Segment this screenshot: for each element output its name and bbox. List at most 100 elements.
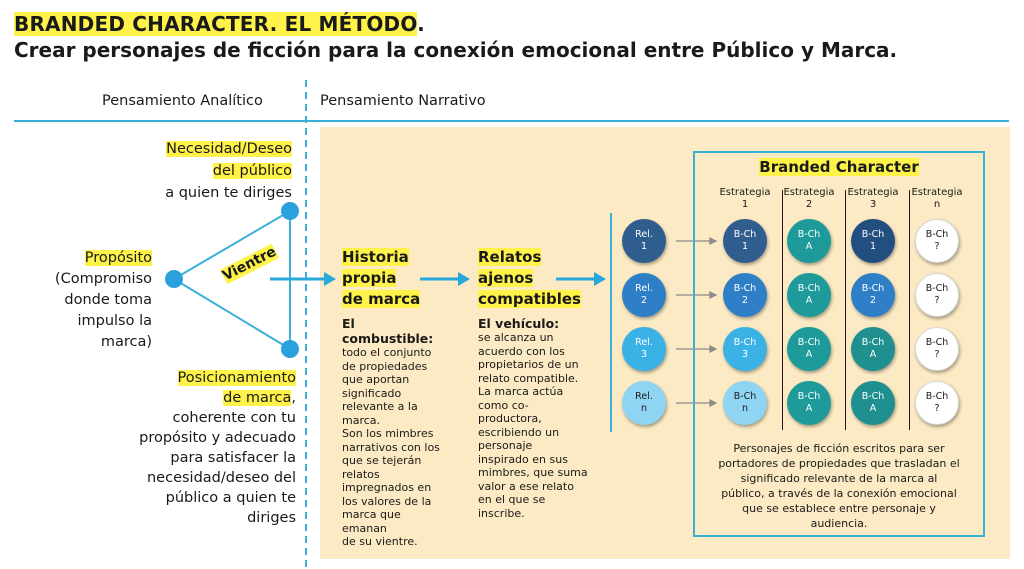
posicionamiento-title-2: de marca (223, 390, 292, 406)
necesidad-dot (281, 202, 299, 220)
relatos-line: acuerdo con los (478, 344, 565, 358)
branded-character-circle-index: A (869, 349, 877, 360)
relatos-line: mimbres, que suma (478, 466, 588, 479)
rel-circle-index: 1 (640, 241, 648, 252)
branded-character-circle-index: A (805, 349, 813, 360)
historia-block: Historia propia de marca El combustible:… (342, 247, 442, 549)
branded-character-circle-index: ? (934, 403, 940, 414)
branded-description-line: público, a través de la conexión emocion… (721, 487, 957, 500)
branded-character-circle-label: B-Ch (797, 337, 821, 348)
relatos-line: personaje (478, 439, 533, 452)
branded-character-circle-index: 3 (741, 349, 749, 360)
branded-description: Personajes de ficción escritos para ser p… (700, 441, 978, 531)
historia-line: significado (342, 386, 402, 400)
relatos-line: propietarios de un (478, 358, 579, 371)
proposito-line: (Compromiso (54, 271, 152, 287)
historia-line: de su vientre. (342, 535, 418, 548)
branded-character-circle-index: 2 (741, 295, 749, 306)
branded-character-circle-label: B-Ch (797, 283, 821, 294)
relatos-block: Relatos ajenos compatibles El vehículo: … (478, 247, 608, 520)
strategy-label-index: 2 (805, 199, 813, 210)
rel-circle-index: 3 (640, 349, 648, 360)
branded-description-line: significado relevante de la marca al (740, 472, 938, 485)
proposito-line: impulso la (77, 313, 152, 329)
strategy-label-text: Estrategia (719, 187, 771, 198)
posicionamiento-block: Posicionamiento de marca, coherente con … (96, 368, 296, 528)
branded-character-circle-label: B-Ch (925, 229, 949, 240)
relatos-line: escribiendo un (478, 425, 560, 439)
relatos-sub: El vehículo: (478, 316, 560, 331)
posicionamiento-title-1: Posicionamiento (177, 370, 296, 386)
branded-character-circle: B-Ch? (915, 273, 959, 317)
strategy-divider (845, 190, 846, 430)
branded-character-circle-index: 1 (741, 241, 749, 252)
relatos-line: relato compatible. (478, 371, 579, 385)
historia-line: Son los mimbres (342, 427, 434, 440)
relatos-line: productora, (478, 412, 542, 425)
posicionamiento-line: para satisfacer la (170, 450, 296, 466)
relatos-line: como co- (478, 398, 529, 412)
branded-character-circle-label: B-Ch (861, 337, 885, 348)
relatos-head: Relatos (478, 248, 542, 266)
branded-character-circle-label: B-Ch (861, 229, 885, 240)
rel-circle: Rel.n (622, 381, 666, 425)
posicionamiento-line: necesidad/deseo del (146, 470, 296, 486)
relatos-line: en el que se (478, 493, 546, 506)
posicionamiento-line: diriges (247, 510, 296, 526)
branded-character-circle: B-Ch? (915, 381, 959, 425)
strategy-label-index: 1 (741, 199, 749, 210)
branded-title: Branded Character (759, 158, 919, 176)
branded-character-circle-index: 2 (869, 295, 877, 306)
branded-character-circle-index: A (805, 241, 813, 252)
proposito-line: marca) (100, 334, 152, 350)
necesidad-title-1: Necesidad/Deseo (166, 141, 292, 157)
branded-character-circle-index: 1 (869, 241, 877, 252)
branded-description-line: portadores de propiedades que trasladan … (718, 457, 960, 470)
relatos-head: ajenos (478, 269, 534, 287)
header-divider (14, 120, 1009, 122)
posicionamiento-dot (281, 340, 299, 358)
branded-description-line: Personajes de ficción escritos para ser (733, 442, 945, 455)
branded-character-circle-index: A (869, 403, 877, 414)
necesidad-text: a quien te diriges (165, 185, 292, 201)
posicionamiento-comma: , (291, 390, 296, 406)
branded-description-line: que se establece entre personaje y (742, 502, 936, 515)
historia-line: marca que emanan (342, 508, 401, 535)
historia-line: de propiedades (342, 359, 428, 373)
branded-character-circle-index: A (805, 403, 813, 414)
posicionamiento-line: coherente con tu (172, 410, 296, 426)
historia-head: Historia (342, 248, 409, 266)
strategy-label-text: Estrategia (783, 187, 835, 198)
relatos-line: La marca actúa (478, 385, 564, 398)
branded-character-circle: B-Ch? (915, 219, 959, 263)
historia-line: marca. (342, 413, 381, 427)
page-title: BRANDED CHARACTER. EL MÉTODO. (14, 12, 425, 36)
arrow-vientre-head (324, 272, 336, 286)
historia-head: propia (342, 269, 397, 287)
rel-circle-label: Rel. (635, 283, 653, 294)
relatos-line: inscribe. (478, 506, 525, 520)
posicionamiento-line: público a quien te (165, 490, 296, 506)
proposito-block: Propósito (Compromiso donde toma impulso… (14, 248, 152, 353)
rel-circle-label: Rel. (635, 337, 653, 348)
historia-sub: El combustible: (342, 316, 434, 346)
rel-circle: Rel.3 (622, 327, 666, 371)
relatos-head: compatibles (478, 290, 581, 308)
branded-title-wrap: Branded Character (693, 158, 985, 176)
branded-character-circle-label: B-Ch (797, 391, 821, 402)
proposito-line: donde toma (64, 292, 152, 308)
historia-line: impregnados en (342, 481, 432, 494)
relatos-line: inspirado en sus (478, 452, 568, 466)
strategy-label-text: Estrategia (911, 187, 963, 198)
branded-character-circle-label: B-Ch (925, 337, 949, 348)
